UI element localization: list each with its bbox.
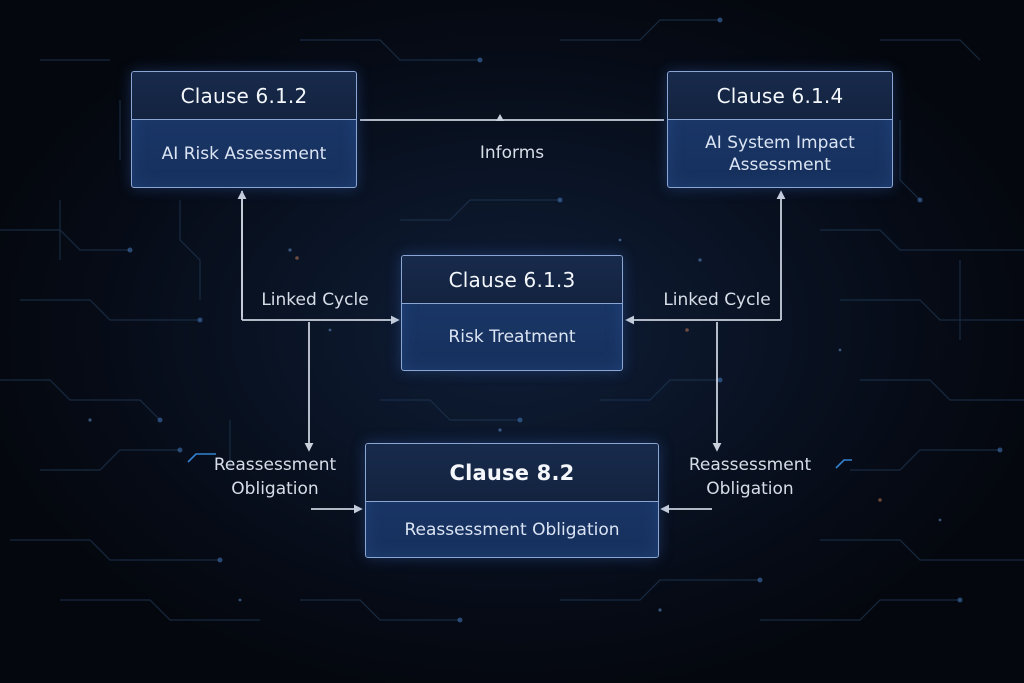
clause-82-body: Reassessment Obligation — [366, 502, 658, 557]
reassessment-left-line-1: Reassessment — [213, 455, 337, 475]
clause-612-body: AI Risk Assessment — [132, 120, 356, 187]
clause-612-body-line: AI Risk Assessment — [161, 143, 327, 164]
clause-614-body: AI System Impact Assessment — [668, 120, 892, 187]
clause-612-box: Clause 6.1.2 AI Risk Assessment — [131, 71, 357, 188]
clause-614-body-line-1: AI System Impact — [705, 132, 855, 153]
clause-614-body-line-2: Assessment — [729, 154, 831, 175]
clause-82-box: Clause 8.2 Reassessment Obligation — [365, 443, 659, 558]
reassessment-left-label: Reassessment Obligation — [200, 453, 350, 501]
informs-label: Informs — [479, 143, 545, 163]
clause-614-box: Clause 6.1.4 AI System Impact Assessment — [667, 71, 893, 188]
clause-613-body-line: Risk Treatment — [448, 327, 576, 347]
reassessment-right-line-2: Obligation — [706, 479, 794, 499]
reassessment-right-label: Reassessment Obligation — [675, 453, 825, 501]
clause-613-title: Clause 6.1.3 — [402, 256, 622, 304]
clause-82-title: Clause 8.2 — [366, 444, 658, 502]
reassessment-left-line-2: Obligation — [231, 479, 319, 499]
clause-612-title: Clause 6.1.2 — [132, 72, 356, 120]
linked-cycle-left-label: Linked Cycle — [261, 290, 369, 310]
informs-arrow-tip — [496, 114, 504, 121]
reassessment-right-line-1: Reassessment — [688, 455, 812, 475]
clause-613-box: Clause 6.1.3 Risk Treatment — [401, 255, 623, 371]
clause-614-title: Clause 6.1.4 — [668, 72, 892, 120]
linked-cycle-right-label: Linked Cycle — [663, 290, 771, 310]
clause-82-body-line: Reassessment Obligation — [404, 519, 620, 540]
clause-613-body: Risk Treatment — [402, 304, 622, 370]
